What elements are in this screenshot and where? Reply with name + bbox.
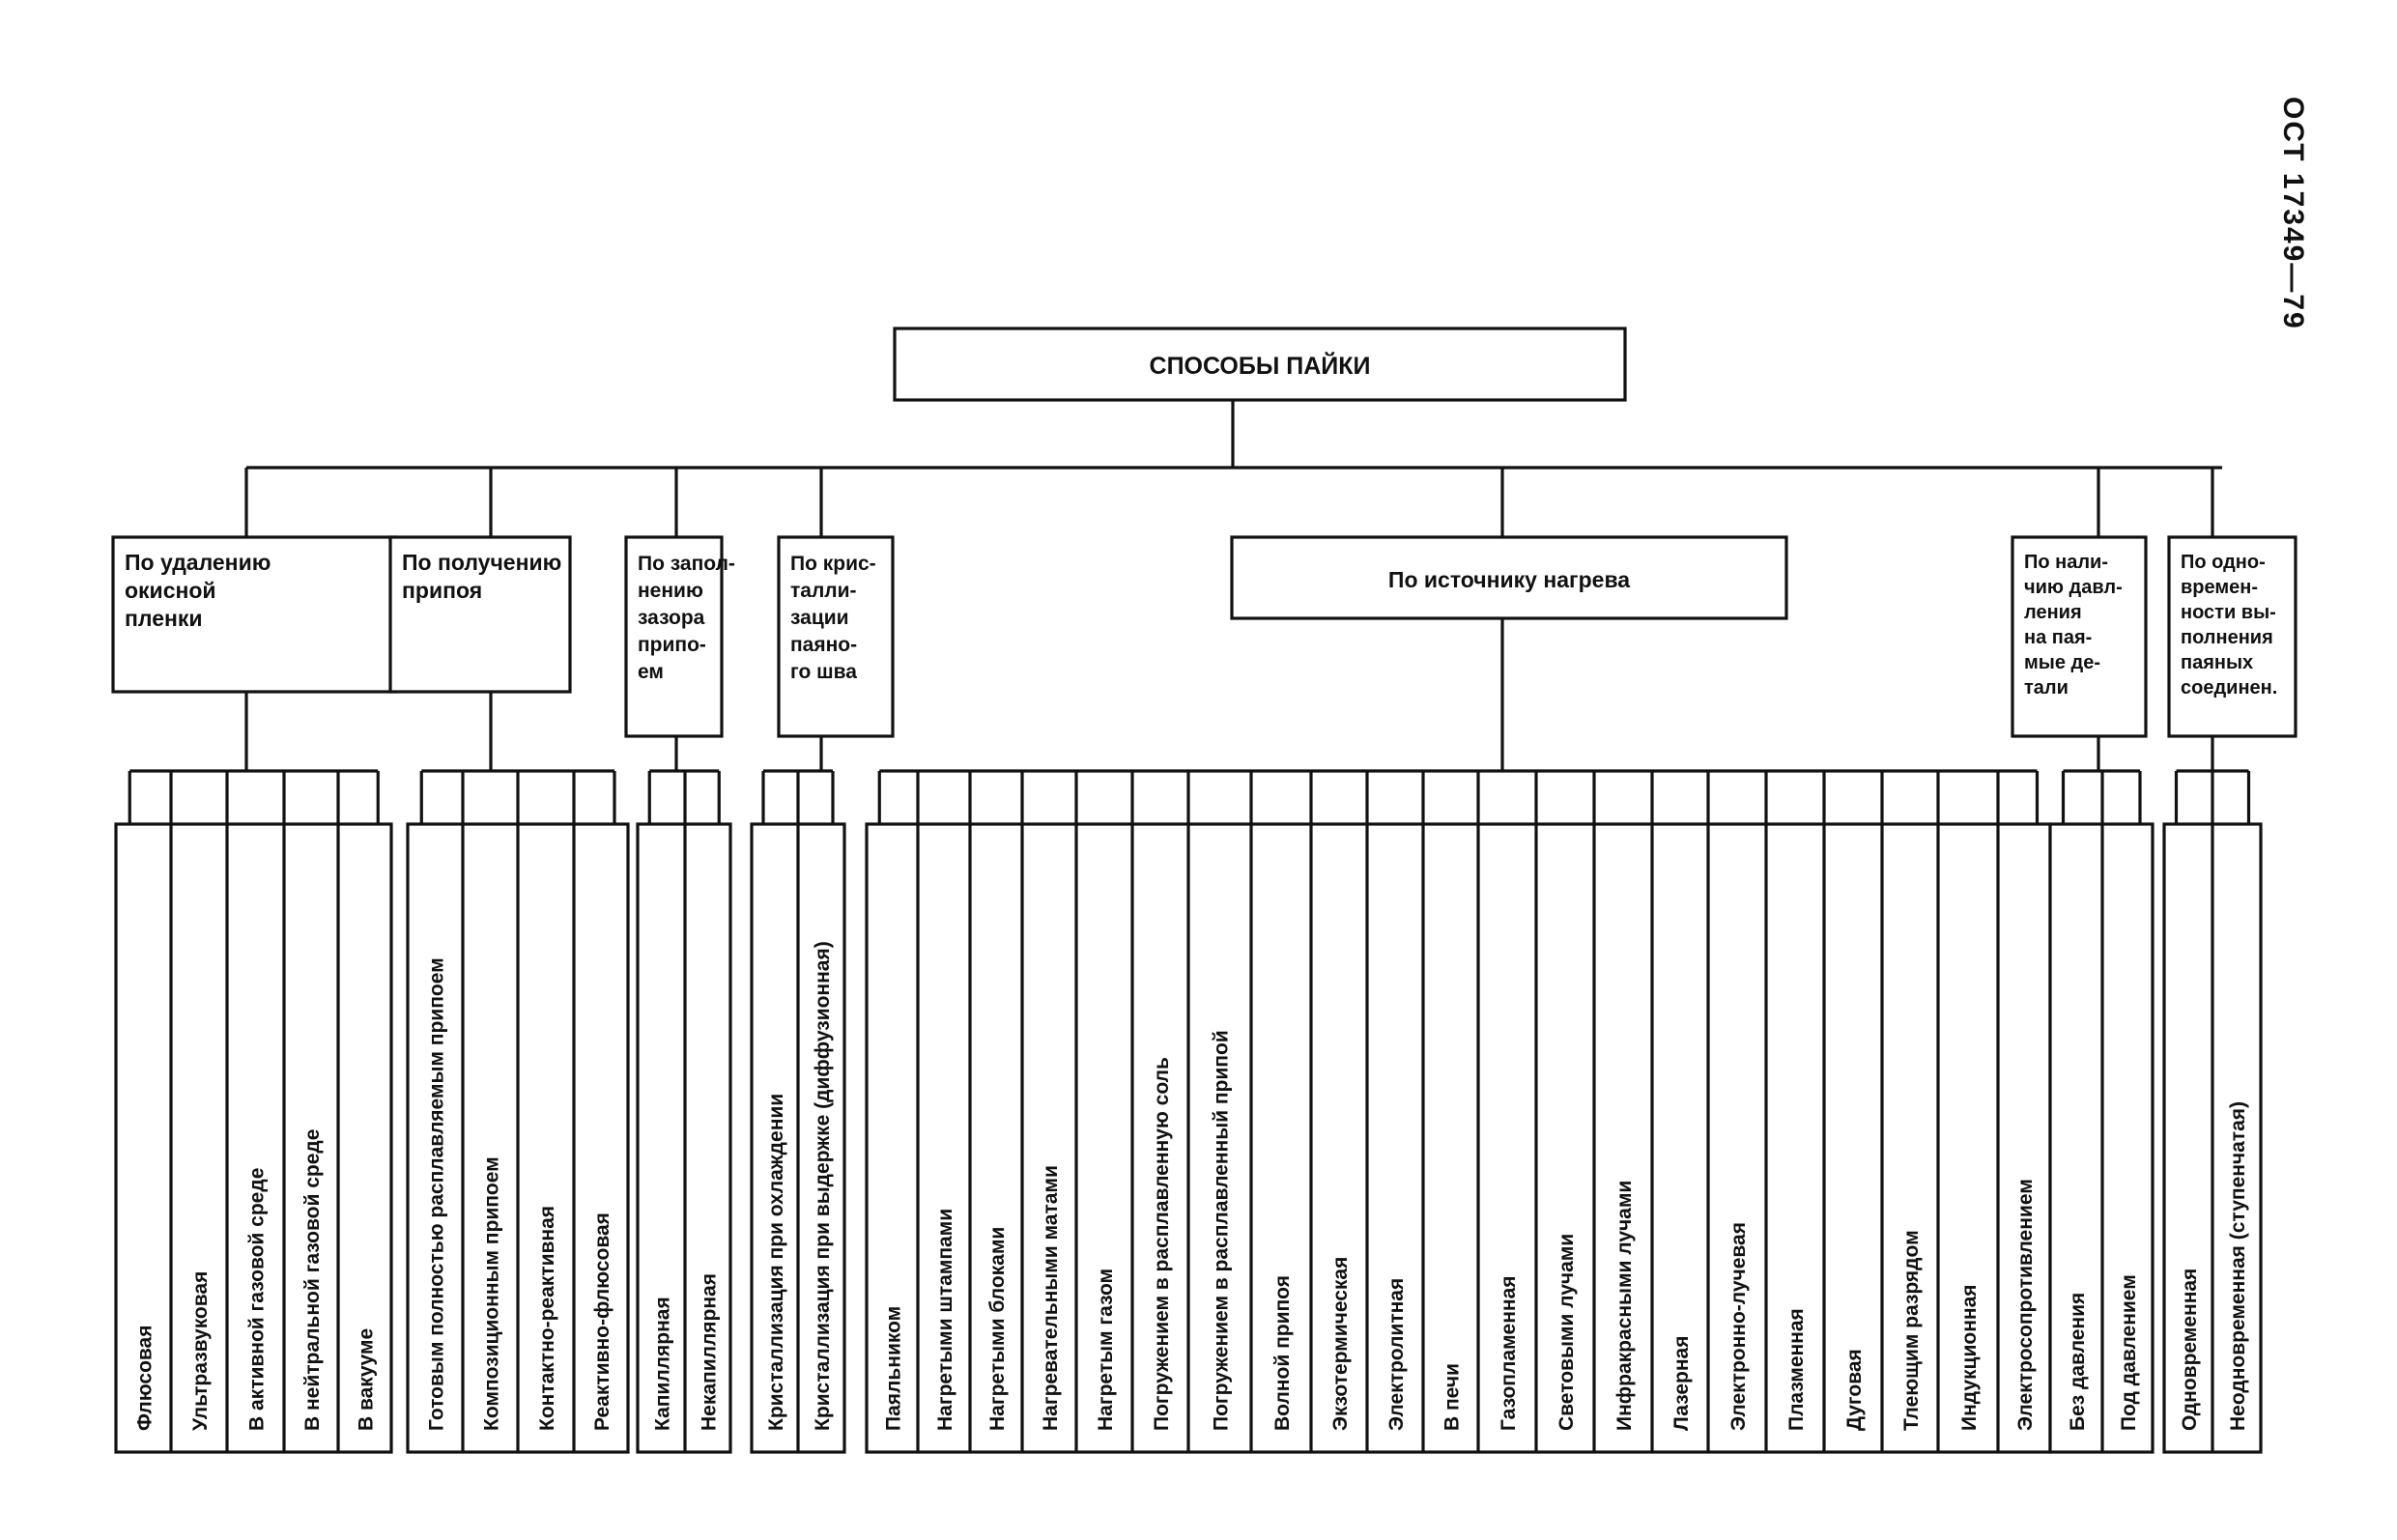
category-solder-label-line: По получению [402, 550, 561, 575]
category-pressure-leaf-label: Без давления [2067, 1293, 2089, 1431]
category-heat-leaf-label: Нагретыми штампами [934, 1209, 956, 1431]
category-pressure-label-line: чию давл- [2024, 577, 2123, 598]
category-gap-leaf-label: Некапиллярная [699, 1273, 721, 1431]
category-solder-box [388, 535, 572, 694]
category-gap-label-line: По запол- [638, 553, 735, 575]
category-simultaneity-label-line: времен- [2181, 577, 2258, 598]
category-simultaneity-box [2167, 535, 2297, 738]
category-gap-leaf-label: Капиллярная [652, 1297, 674, 1431]
category-solder-leaf-label: Контактно-реактивная [536, 1206, 558, 1431]
category-pressure-label-line: мые де- [2024, 652, 2100, 673]
category-crystal-label-line: зации [790, 607, 849, 629]
category-heat-label-line: По источнику нагрева [1388, 567, 1630, 592]
category-heat-leaf-label: Паяльником [883, 1306, 905, 1431]
category-heat-leaf-label: Электросопротивлением [2014, 1179, 2037, 1431]
category-gap-label-line: припо- [638, 634, 706, 656]
category-gap-label-line: зазора [638, 607, 705, 629]
category-oxide-label-line: По удалению [125, 550, 271, 575]
category-pressure-label-line: По нали- [2024, 552, 2108, 573]
category-oxide-leaf-label: Флюсовая [134, 1326, 157, 1431]
category-oxide-label-line: окисной [125, 578, 216, 603]
category-pressure-label-line: тали [2024, 677, 2069, 699]
category-heat-leaf-label: Плазменная [1785, 1308, 1808, 1431]
category-heat-leaf-label: Погружением в расплавленный припой [1211, 1030, 1233, 1431]
category-crystal-label-line: го шва [790, 661, 857, 683]
root-box [893, 327, 1627, 402]
category-heat-leaf-label: Инфракрасными лучами [1613, 1181, 1636, 1431]
category-simultaneity-label-line: По одно- [2181, 552, 2266, 573]
category-gap-box [624, 535, 724, 738]
category-crystal-label-line: паяно- [790, 634, 857, 656]
category-heat-leaf-label: Световыми лучами [1555, 1234, 1578, 1431]
category-gap-label-line: нению [638, 580, 703, 602]
category-oxide-leaf-label: Ультразвуковая [189, 1271, 212, 1431]
category-heat-leaf-label: Тлеющим разрядом [1900, 1230, 1923, 1431]
category-heat-leaf-label: Лазерная [1670, 1336, 1693, 1431]
category-simultaneity-leaf-label: Неодновременная (ступенчатая) [2227, 1101, 2249, 1431]
category-crystal-leaf-label: Кристаллизация при выдержке (диффузионна… [812, 941, 834, 1431]
category-simultaneity-leaf-label: Одновременная [2179, 1269, 2201, 1431]
root-label: СПОСОБЫ ПАЙКИ [1150, 351, 1371, 380]
category-heat-leaf-label: Нагретым газом [1095, 1269, 1117, 1431]
category-solder-label-line: припоя [402, 578, 482, 603]
category-pressure-label-line: ления [2024, 602, 2082, 623]
category-pressure-leaf-label: Под давлением [2118, 1274, 2140, 1431]
category-solder-leaf-label: Готовым полностью расплавляемым припоем [426, 957, 448, 1431]
category-heat-leaf-label: Газопламенная [1498, 1275, 1520, 1431]
category-heat-box [1230, 535, 1788, 620]
category-simultaneity-label-line: паяных [2181, 652, 2253, 673]
category-oxide-leaf-label: В нейтральной газовой среде [301, 1129, 324, 1431]
category-heat-leaf-label: Нагревательными матами [1040, 1165, 1062, 1431]
category-heat-leaf-label: Индукционная [1958, 1284, 1981, 1431]
category-crystal-box [777, 535, 895, 738]
category-pressure-box [2011, 535, 2148, 738]
category-solder-leaf-label: Реактивно-флюсовая [591, 1212, 614, 1431]
category-heat-leaf-label: Погружением в расплавленную соль [1151, 1057, 1173, 1431]
category-heat-leaf-label: В печи [1441, 1363, 1464, 1431]
category-heat-leaf-label: Волной припоя [1271, 1275, 1294, 1431]
category-crystal-label-line: талли- [790, 580, 857, 602]
category-simultaneity-label-line: полнения [2181, 627, 2273, 648]
category-heat-leaf-label: Электронно-лучевая [1727, 1222, 1750, 1431]
category-simultaneity-label-line: ности вы- [2181, 602, 2276, 623]
category-oxide-leaf-label: В вакууме [356, 1328, 378, 1431]
category-heat-leaf-label: Дуговая [1843, 1349, 1866, 1431]
category-heat-leaf-label: Экзотермическая [1329, 1257, 1352, 1431]
category-pressure-label-line: на пая- [2024, 627, 2092, 648]
category-oxide-leaf-frame [114, 822, 393, 1454]
category-oxide-leaf-label: В активной газовой среде [246, 1168, 269, 1431]
document-code: ОСТ 17349—79 [2277, 97, 2309, 330]
category-heat-leaf-label: Электролитная [1385, 1278, 1408, 1431]
category-crystal-label-line: По крис- [790, 553, 876, 575]
category-oxide-label-line: пленки [125, 606, 203, 631]
category-solder-leaf-label: Композиционным припоем [481, 1156, 503, 1431]
category-simultaneity-label-line: соединен. [2181, 677, 2277, 699]
category-crystal-leaf-label: Кристаллизация при охлаждении [765, 1094, 787, 1431]
category-gap-label-line: ем [638, 661, 664, 683]
category-heat-leaf-frame [865, 822, 2052, 1454]
category-oxide-box [111, 535, 398, 694]
document-code-block: ОСТ 17349—79 [2232, 97, 2386, 367]
category-heat-leaf-label: Нагретыми блоками [986, 1227, 1009, 1431]
